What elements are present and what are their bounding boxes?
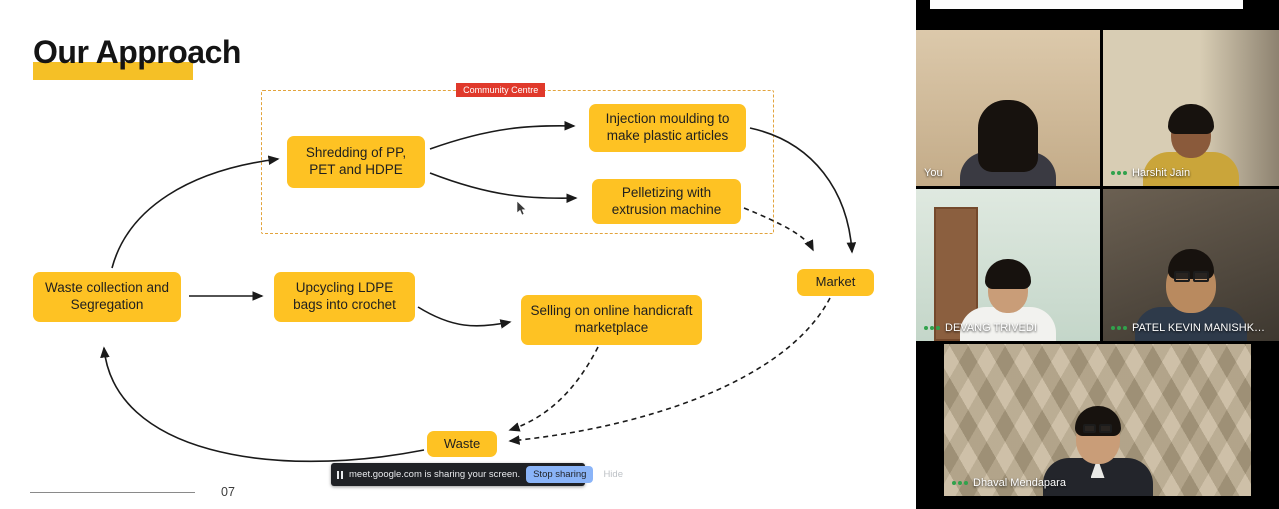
flow-box-waste-collection: Waste collection and Segregation xyxy=(33,272,181,322)
audio-indicator-icon xyxy=(924,326,940,330)
page-number: 07 xyxy=(221,485,235,499)
footer-divider xyxy=(30,492,195,493)
glasses-icon xyxy=(1083,424,1112,433)
glasses-icon xyxy=(1173,271,1209,282)
video-tile-harshit[interactable]: Harshit Jain xyxy=(1103,30,1279,186)
participant-video xyxy=(960,100,1056,186)
audio-indicator-icon xyxy=(1111,171,1127,175)
video-tile-you[interactable]: You xyxy=(916,30,1100,186)
hide-button[interactable]: Hide xyxy=(599,466,627,483)
participant-video xyxy=(960,259,1056,341)
participant-name: Dhaval Mendapara xyxy=(973,477,1066,489)
pause-icon[interactable] xyxy=(337,470,343,479)
participant-name: DEVANG TRIVEDI xyxy=(945,322,1037,334)
participant-video xyxy=(1042,406,1153,496)
video-tile-devang[interactable]: DEVANG TRIVEDI xyxy=(916,189,1100,341)
flow-box-selling: Selling on online handicraft marketplace xyxy=(521,295,702,345)
title-highlight xyxy=(33,62,193,80)
flow-box-waste: Waste xyxy=(427,431,497,457)
share-message: meet.google.com is sharing your screen. xyxy=(349,469,521,480)
participant-name: You xyxy=(924,167,943,179)
presentation-slide: Our Approach Co xyxy=(0,0,916,509)
participant-name: Harshit Jain xyxy=(1132,167,1191,179)
video-grid: You Harshit Jain DEVANG TRI xyxy=(916,0,1279,509)
flow-box-injection-moulding: Injection moulding to make plastic artic… xyxy=(589,104,746,152)
slide-title: Our Approach xyxy=(33,34,241,70)
stop-sharing-button[interactable]: Stop sharing xyxy=(526,466,594,483)
audio-indicator-icon xyxy=(952,481,968,485)
participant-video xyxy=(1143,104,1239,186)
flow-box-upcycling: Upcycling LDPE bags into crochet xyxy=(274,272,415,322)
audio-indicator-icon xyxy=(1111,326,1127,330)
video-tile-dhaval[interactable]: Dhaval Mendapara xyxy=(944,344,1251,496)
screen-share-bar: meet.google.com is sharing your screen. … xyxy=(331,463,623,486)
flow-box-shredding: Shredding of PP, PET and HDPE xyxy=(287,136,425,188)
browser-strip xyxy=(930,0,1243,9)
mouse-cursor xyxy=(516,201,527,216)
community-centre-label: Community Centre xyxy=(456,83,546,97)
title-wrap: Our Approach xyxy=(33,34,241,80)
participant-name: PATEL KEVIN MANISHK… xyxy=(1132,322,1266,334)
participant-video xyxy=(1135,249,1247,341)
flow-box-pelletizing: Pelletizing with extrusion machine xyxy=(592,179,741,224)
flow-box-market: Market xyxy=(797,269,874,296)
video-tile-patel[interactable]: PATEL KEVIN MANISHK… xyxy=(1103,189,1279,341)
